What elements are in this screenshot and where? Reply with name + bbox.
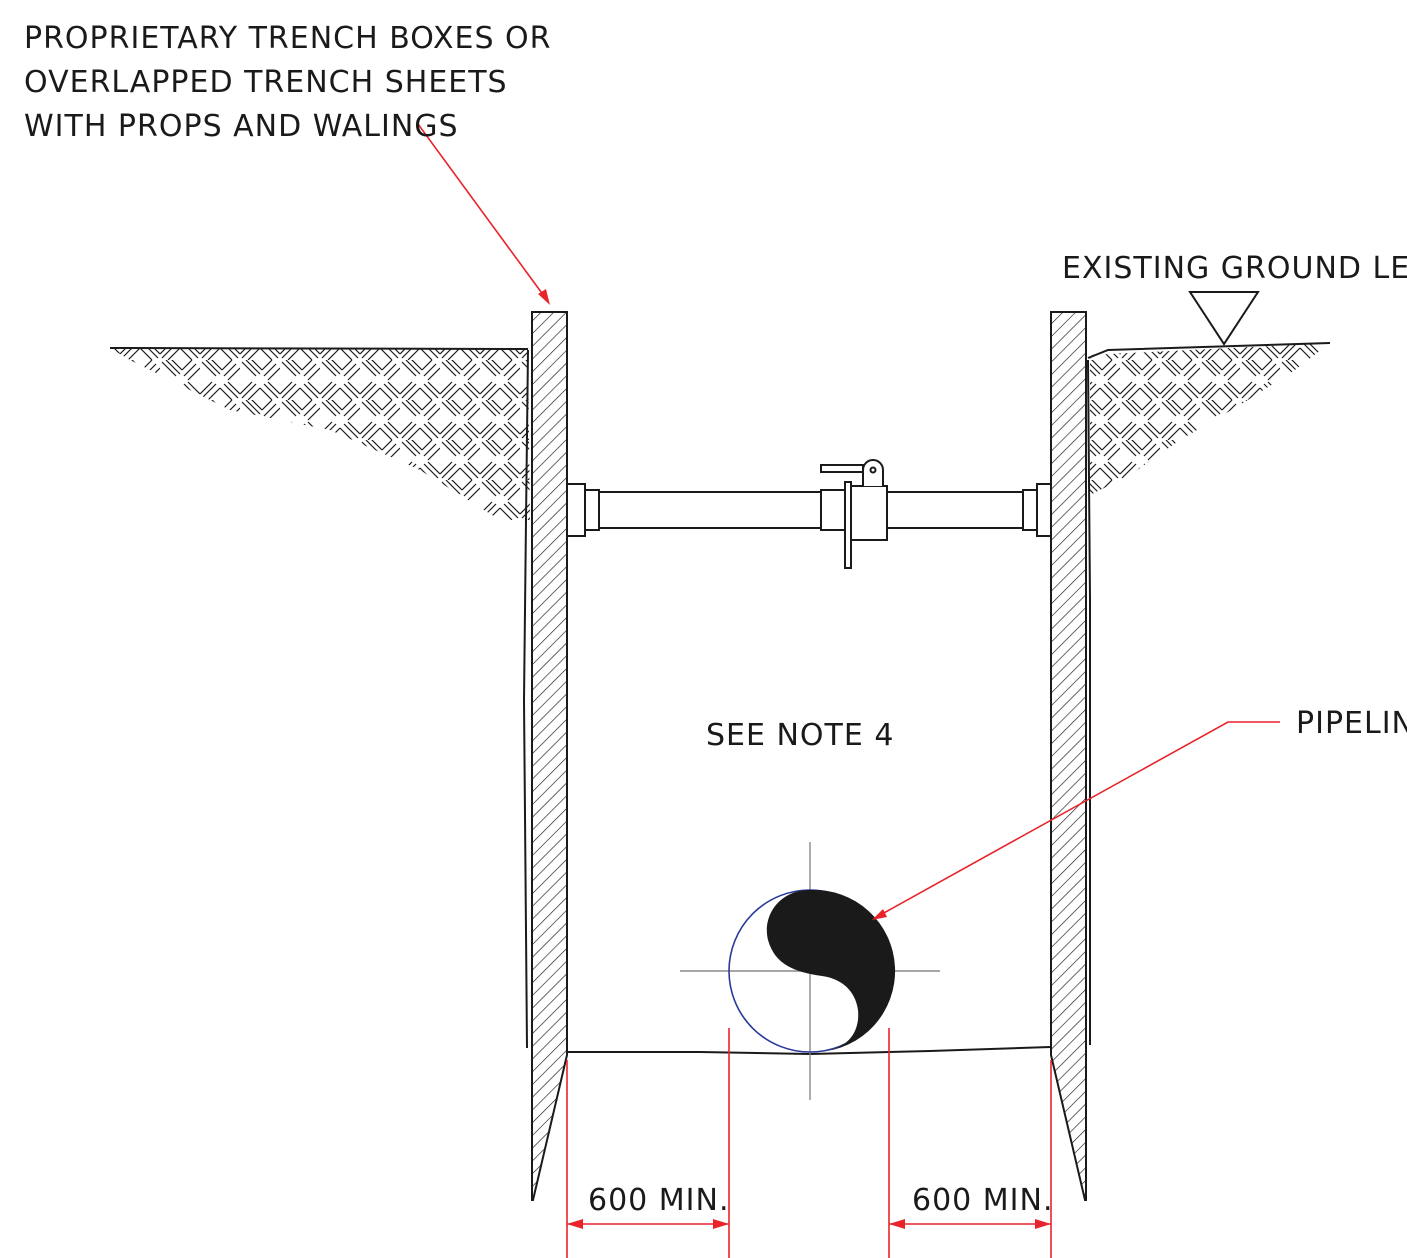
- pipeline-label: PIPELINE: [1296, 706, 1407, 741]
- trench-sheet-left: [531, 311, 568, 1201]
- leader-pipeline: [872, 721, 1280, 920]
- trench-prop: [566, 459, 1052, 569]
- trench-formation: [567, 1046, 1051, 1056]
- clearance-left-label: 600 MIN.: [588, 1183, 730, 1218]
- shoring-label-line3: WITH PROPS AND WALINGS: [24, 109, 459, 144]
- ground-level-symbol: [1188, 291, 1260, 346]
- leader-shoring: [417, 123, 550, 305]
- pipeline-symbol: [680, 842, 940, 1100]
- soil-bank-right: [1087, 342, 1331, 495]
- shoring-label-line1: PROPRIETARY TRENCH BOXES OR: [24, 21, 552, 56]
- dimension-left: [566, 1028, 730, 1258]
- trench-sheet-right: [1050, 311, 1087, 1201]
- dimension-right: [888, 1028, 1052, 1258]
- soil-bank-left: [109, 347, 530, 520]
- see-note-label: SEE NOTE 4: [706, 718, 894, 753]
- trench-face-left: [522, 349, 529, 1049]
- shoring-label-line2: OVERLAPPED TRENCH SHEETS: [24, 65, 508, 100]
- clearance-right-label: 600 MIN.: [912, 1183, 1054, 1218]
- ground-level-label: EXISTING GROUND LEVEL: [1062, 251, 1407, 286]
- trench-face-right: [1087, 359, 1091, 1045]
